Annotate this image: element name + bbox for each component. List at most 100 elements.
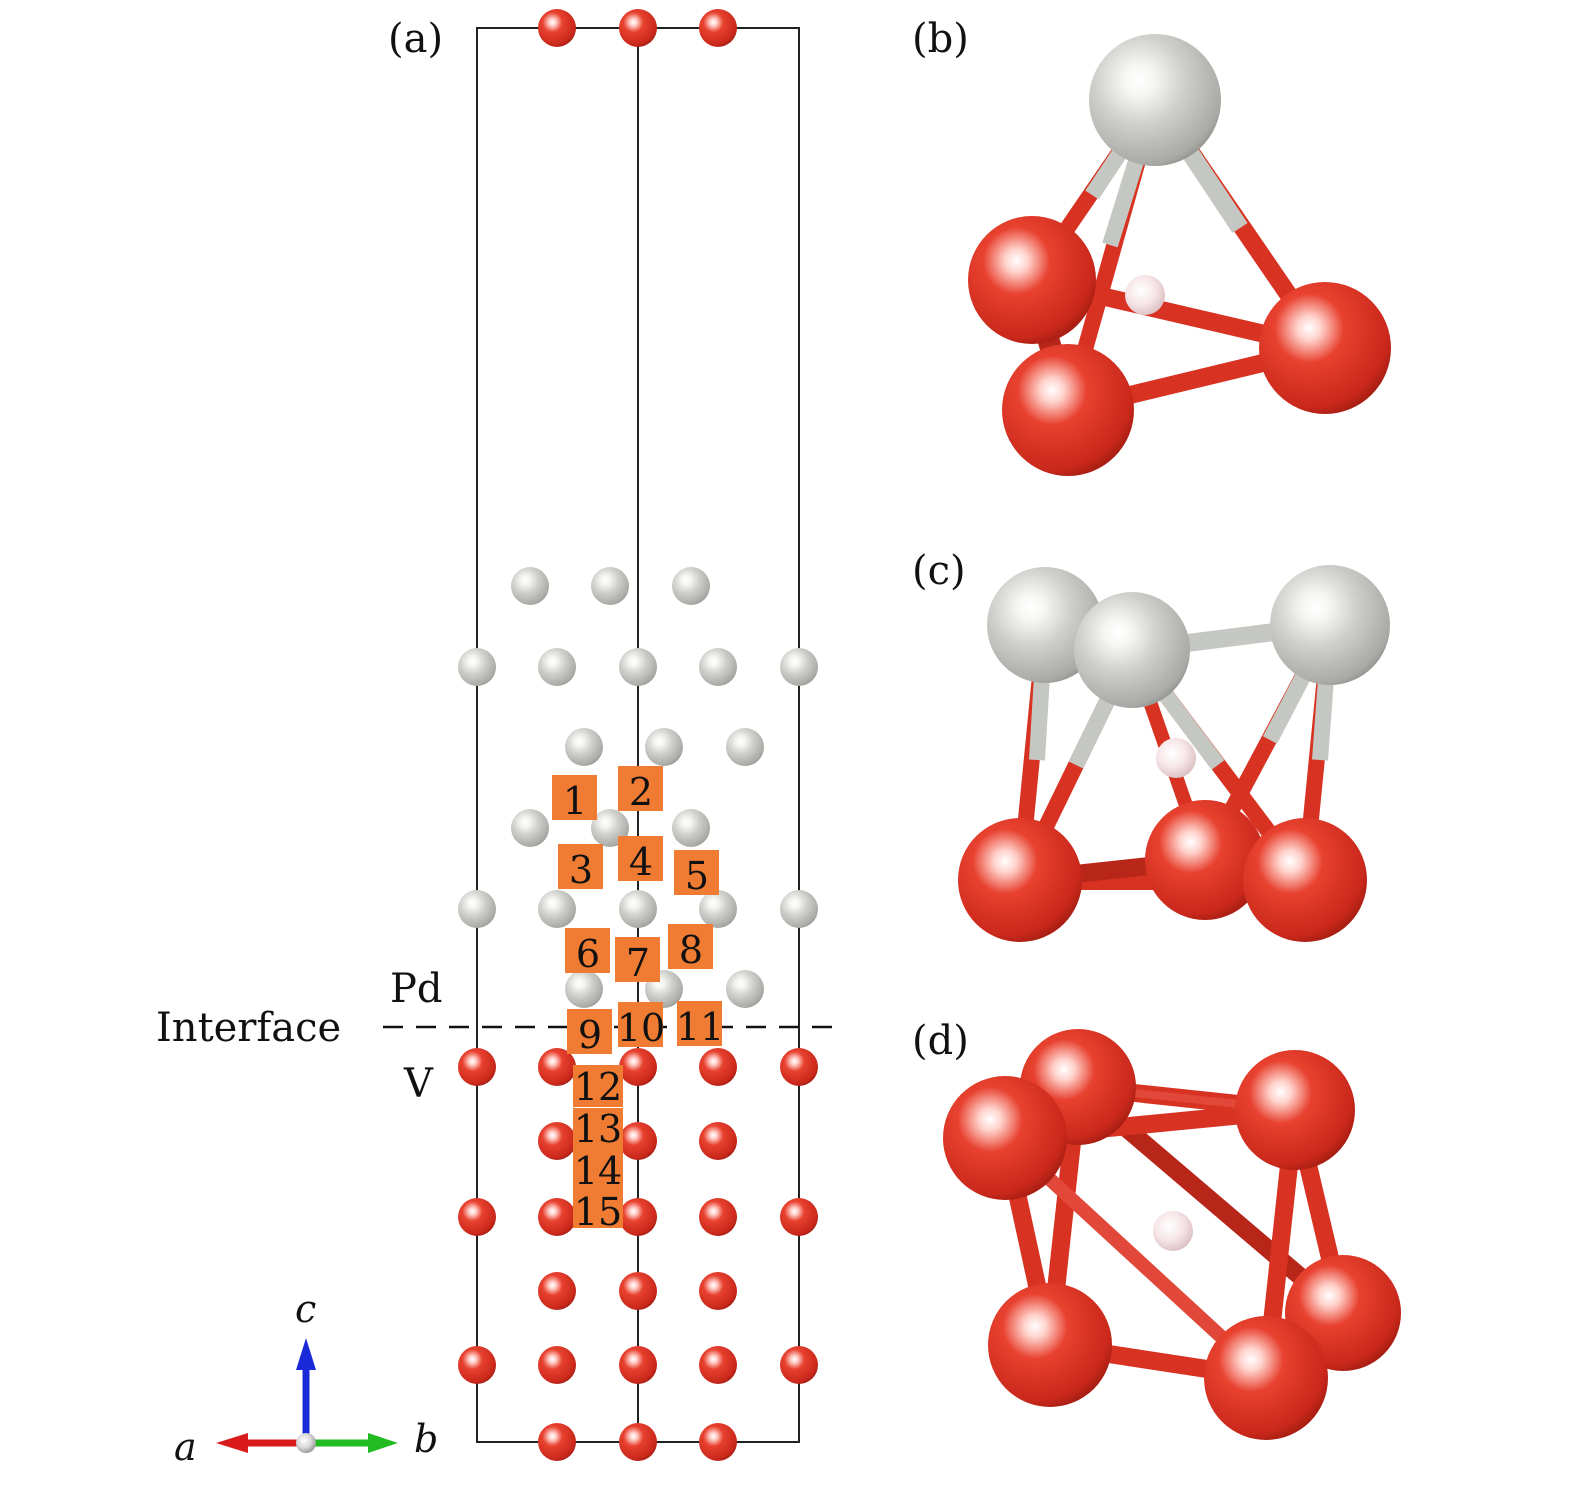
pd-atom — [699, 648, 737, 686]
v-atom — [1002, 344, 1134, 476]
site-box — [552, 775, 597, 820]
site-number: 2 — [629, 770, 653, 814]
site-number: 8 — [679, 928, 703, 972]
pd-atom — [619, 890, 657, 928]
pd-atom — [458, 648, 496, 686]
pd-atom — [458, 890, 496, 928]
axis-b-arrowhead — [368, 1433, 398, 1453]
site-marker-5: 5 — [674, 850, 719, 898]
site-box — [674, 850, 719, 895]
site-number: 3 — [569, 848, 593, 892]
pd-atom — [1270, 565, 1390, 685]
panel-c: (c) — [912, 548, 1390, 942]
panel-b-label: (b) — [912, 16, 969, 62]
panel-d: (d) — [912, 1018, 1401, 1440]
site-marker-9: 9 — [567, 1009, 612, 1057]
v-atom — [538, 1423, 576, 1461]
v-atom — [699, 9, 737, 47]
site-number: 13 — [574, 1107, 622, 1151]
v-atoms — [458, 9, 818, 1461]
axis-c-label: c — [295, 1287, 316, 1331]
site-box — [573, 1108, 623, 1150]
site-number: 4 — [629, 840, 653, 884]
site-box — [618, 1002, 663, 1047]
axis-origin — [296, 1433, 316, 1453]
site-marker-7: 7 — [615, 937, 660, 985]
panel-c-label: (c) — [912, 548, 966, 594]
site-marker-3: 3 — [558, 844, 603, 892]
v-atom — [780, 1198, 818, 1236]
h-atom — [1153, 1211, 1193, 1251]
pd-atom — [511, 567, 549, 605]
site-box — [677, 1001, 722, 1046]
pd-atom — [780, 648, 818, 686]
pd-atom — [1074, 592, 1190, 708]
v-atom — [968, 216, 1096, 344]
site-box — [618, 836, 663, 881]
site-box — [618, 766, 663, 811]
site-number: 6 — [576, 932, 600, 976]
h-atom — [1156, 738, 1196, 778]
site-marker-8: 8 — [668, 924, 713, 972]
v-atom — [943, 1076, 1067, 1200]
pd-atom — [538, 648, 576, 686]
v-atom — [1204, 1316, 1328, 1440]
pd-atom — [591, 567, 629, 605]
v-atom — [458, 1198, 496, 1236]
v-atom — [538, 1048, 576, 1086]
site-box — [558, 844, 603, 889]
v-atom — [538, 1272, 576, 1310]
site-marker-14: 14 — [573, 1149, 623, 1193]
v-atom — [619, 1048, 657, 1086]
v-atom — [619, 1198, 657, 1236]
pd-atom — [511, 809, 549, 847]
v-atom — [538, 9, 576, 47]
v-atom — [958, 818, 1082, 942]
pd-atom — [726, 728, 764, 766]
site-number: 15 — [574, 1190, 622, 1234]
site-box — [573, 1192, 623, 1228]
v-atom — [619, 1122, 657, 1160]
v-atom — [699, 1423, 737, 1461]
site-box — [573, 1150, 623, 1192]
pd-atom — [780, 890, 818, 928]
site-number: 5 — [685, 854, 709, 898]
pd-atoms — [458, 567, 818, 1008]
site-marker-2: 2 — [618, 766, 663, 814]
pd-atom — [1089, 34, 1221, 166]
v-atom — [699, 1272, 737, 1310]
v-atom — [780, 1346, 818, 1384]
v-atom — [619, 1346, 657, 1384]
pd-atom — [987, 567, 1103, 683]
v-atom — [619, 1423, 657, 1461]
v-atom — [1145, 800, 1265, 920]
pd-label: Pd — [390, 966, 443, 1012]
site-number: 12 — [574, 1065, 622, 1109]
site-marker-1: 1 — [552, 775, 597, 823]
v-atom — [1259, 282, 1391, 414]
axis-a-arrowhead — [216, 1433, 248, 1453]
axis-c-arrowhead — [296, 1338, 316, 1370]
site-box — [567, 1009, 612, 1054]
h-atom — [1125, 275, 1165, 315]
site-box — [615, 937, 660, 982]
pd-atom — [538, 890, 576, 928]
site-marker-4: 4 — [618, 836, 663, 884]
site-marker-11: 11 — [676, 1001, 724, 1049]
panel-a-label: (a) — [388, 16, 443, 62]
pd-atom — [672, 567, 710, 605]
site-box — [565, 928, 610, 973]
site-box — [573, 1065, 623, 1107]
site-number: 1 — [563, 779, 587, 823]
v-atom — [699, 1346, 737, 1384]
pd-atom — [565, 728, 603, 766]
v-atom — [1235, 1050, 1355, 1170]
panel-d-label: (d) — [912, 1018, 969, 1064]
panel-a: (a) — [156, 9, 833, 1469]
v-atom — [699, 1122, 737, 1160]
site-marker-12: 12 — [573, 1065, 623, 1109]
site-number: 14 — [574, 1149, 622, 1193]
v-atom — [699, 1198, 737, 1236]
pd-atom — [619, 648, 657, 686]
